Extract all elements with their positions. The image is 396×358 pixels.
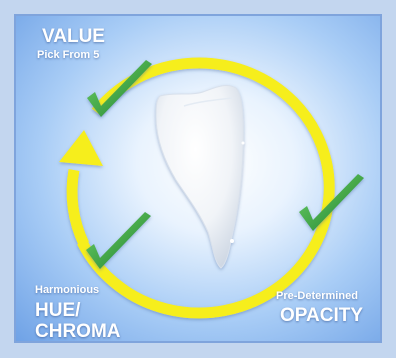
opacity-check-icon (299, 174, 364, 231)
opacity-title: OPACITY (280, 305, 364, 326)
tooth-icon (155, 85, 245, 269)
circular-arrow-icon (59, 57, 335, 319)
hue-title: HUE/ (35, 300, 81, 321)
opacity-subtitle: Pre-Determined (276, 290, 358, 302)
value-title: VALUE (42, 26, 105, 47)
hue-chroma-subtitle: Harmonious (35, 284, 100, 296)
chroma-title: CHROMA (35, 321, 121, 342)
hue-check-icon (86, 212, 151, 269)
value-subtitle: Pick From 5 (37, 49, 100, 61)
value-check-icon (87, 60, 152, 117)
